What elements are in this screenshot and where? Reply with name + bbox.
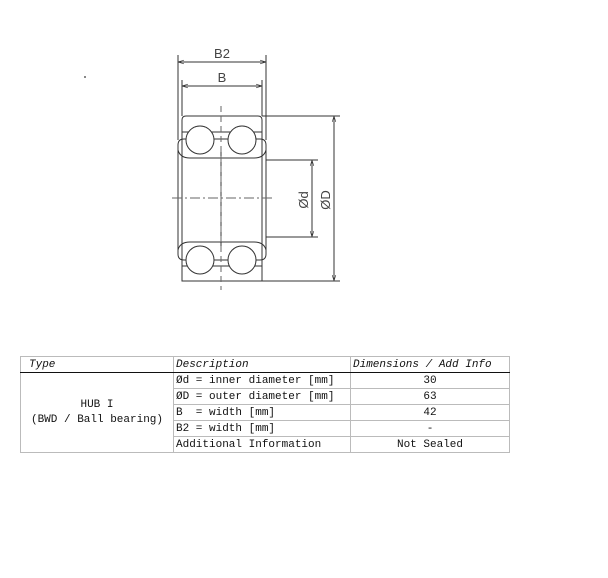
type-detail: (BWD / Ball bearing) [30,413,164,426]
description-cell: Additional Information [173,436,351,453]
header-type: Type [20,356,174,373]
specs-table: Type Description Dimensions / Add Info H… [20,356,510,453]
ball [227,245,257,275]
value-cell: - [350,420,510,437]
inner-diameter-label: Ød [296,191,311,208]
inner-ring [177,138,267,261]
table-header-row: Type Description Dimensions / Add Info [20,356,510,373]
value-cell: Not Sealed [350,436,510,453]
type-name: HUB I [80,398,114,411]
ball [227,125,257,155]
value-cell: 30 [350,372,510,389]
ball [185,125,215,155]
header-dimensions: Dimensions / Add Info [350,356,510,373]
table-row: Additional Information Not Sealed [21,436,510,453]
b-label: B [218,70,227,85]
value-cell: 42 [350,404,510,421]
description-cell: Ød = inner diameter [mm] [173,372,351,389]
outer-ring [181,115,263,282]
table-row: B = width [mm] 42 [21,404,510,421]
dot [84,76,86,78]
value-cell: 63 [350,388,510,405]
bearing-drawing: B2 B Ød ØD [84,46,340,290]
table-row: ØD = outer diameter [mm] 63 [21,388,510,405]
description-cell: ØD = outer diameter [mm] [173,388,351,405]
b2-label: B2 [214,46,230,61]
type-cell: HUB I (BWD / Ball bearing) [20,372,174,453]
description-cell: B = width [mm] [173,404,351,421]
outer-diameter-label: ØD [318,190,333,210]
header-description: Description [173,356,351,373]
description-cell: B2 = width [mm] [173,420,351,437]
ball [185,245,215,275]
table-row: HUB I (BWD / Ball bearing) Ød = inner dia… [20,372,510,453]
